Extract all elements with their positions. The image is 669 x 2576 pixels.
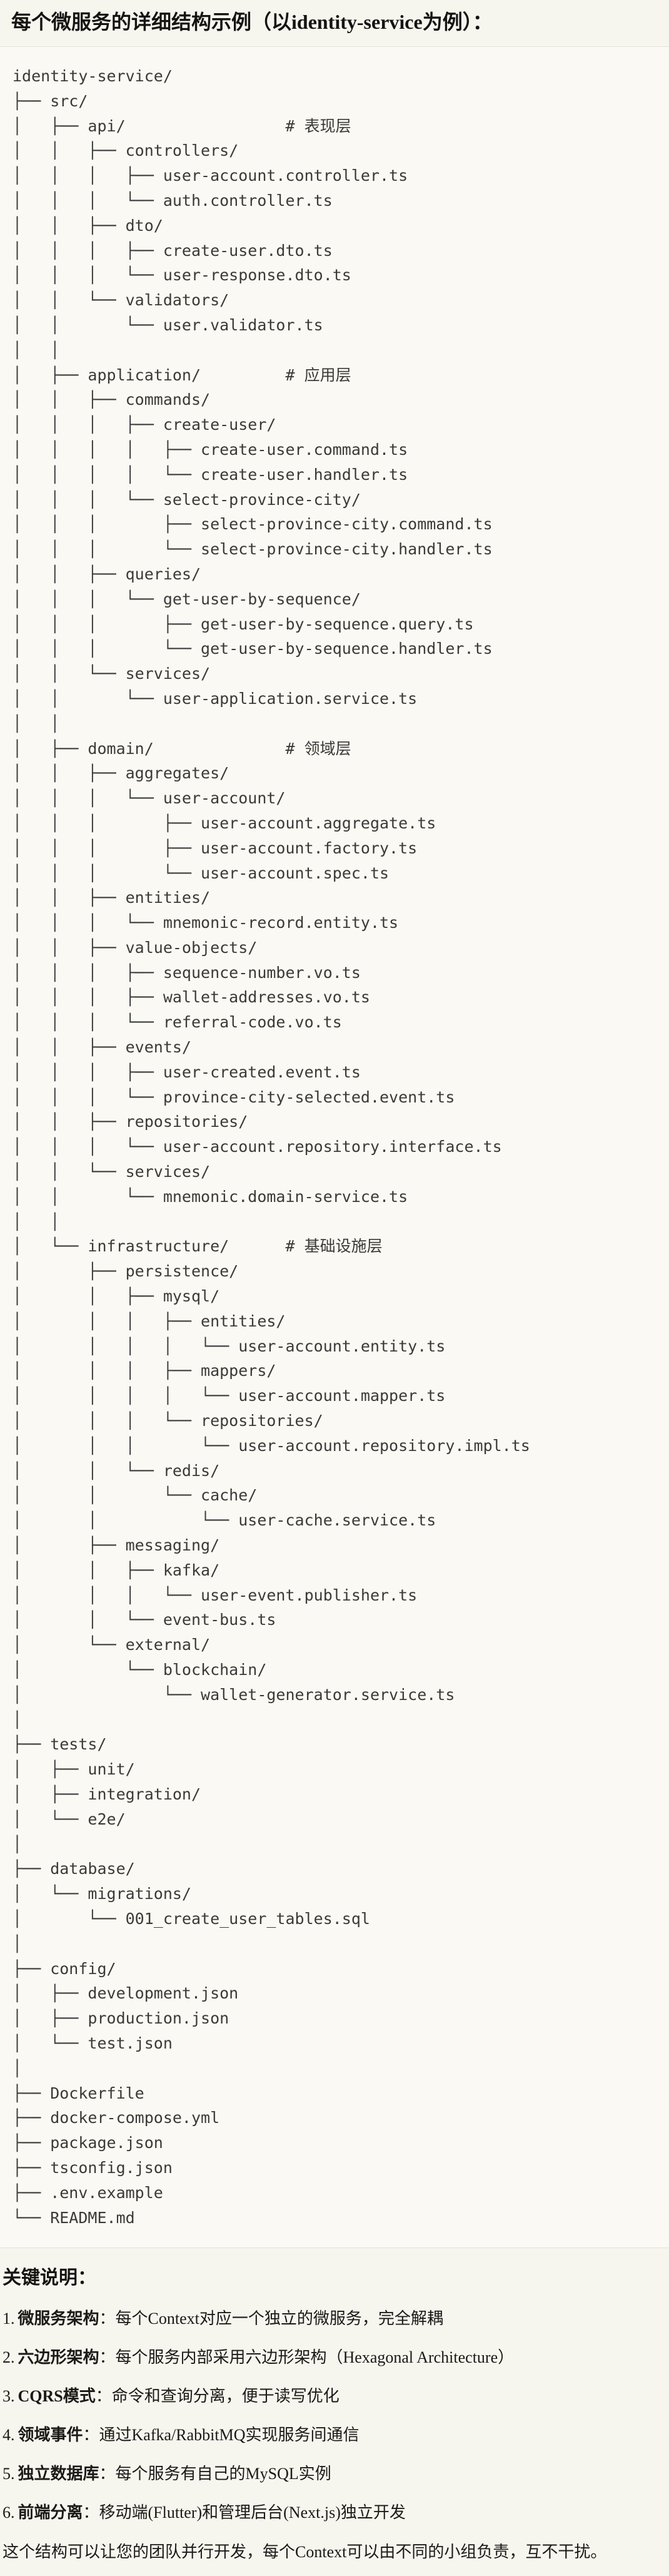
note-number: 4. (3, 2426, 15, 2445)
note-item: 5.独立数据库：每个服务有自己的MySQL实例 (3, 2463, 659, 2485)
note-item: 4.领域事件：通过Kafka/RabbitMQ实现服务间通信 (3, 2424, 659, 2446)
note-number: 5. (3, 2465, 15, 2483)
page-title: 每个微服务的详细结构示例（以identity-service为例）： (11, 11, 493, 33)
note-label: 独立数据库 (18, 2465, 99, 2483)
note-text: ：每个服务内部采用六边形架构（Hexagonal Architecture） (99, 2348, 515, 2367)
code-block: identity-service/ ├── src/ │ ├── api/ # … (0, 46, 669, 2249)
notes-heading: 关键说明： (3, 2268, 96, 2289)
note-label: 微服务架构 (18, 2309, 99, 2328)
note-text: ：通过Kafka/RabbitMQ实现服务间通信 (83, 2426, 360, 2445)
note-item: 6.前端分离：移动端(Flutter)和管理后台(Next.js)独立开发 (3, 2502, 659, 2524)
note-label: 前端分离 (18, 2503, 83, 2522)
note-number: 2. (3, 2348, 15, 2367)
notes-section: 关键说明： 1.微服务架构：每个Context对应一个独立的微服务，完全解耦 2.… (0, 2266, 669, 2564)
note-item: 2.六边形架构：每个服务内部采用六边形架构（Hexagonal Architec… (3, 2346, 659, 2369)
note-text: ：移动端(Flutter)和管理后台(Next.js)独立开发 (83, 2503, 406, 2522)
note-label: 领域事件 (18, 2426, 83, 2445)
note-text: ：命令和查询分离，便于读写优化 (95, 2387, 340, 2406)
note-text: ：每个服务有自己的MySQL实例 (99, 2465, 331, 2483)
closing-paragraph: 这个结构可以让您的团队并行开发，每个Context可以由不同的小组负责，互不干扰… (3, 2543, 607, 2562)
note-text: ：每个Context对应一个独立的微服务，完全解耦 (99, 2309, 443, 2328)
note-number: 1. (3, 2309, 15, 2328)
note-item: 1.微服务架构：每个Context对应一个独立的微服务，完全解耦 (3, 2308, 659, 2330)
note-label: CQRS模式 (18, 2387, 96, 2406)
note-number: 3. (3, 2387, 15, 2406)
note-item: 3.CQRS模式：命令和查询分离，便于读写优化 (3, 2385, 659, 2408)
note-label: 六边形架构 (18, 2348, 99, 2367)
note-number: 6. (3, 2503, 15, 2522)
file-tree: identity-service/ ├── src/ │ ├── api/ # … (13, 67, 530, 2227)
